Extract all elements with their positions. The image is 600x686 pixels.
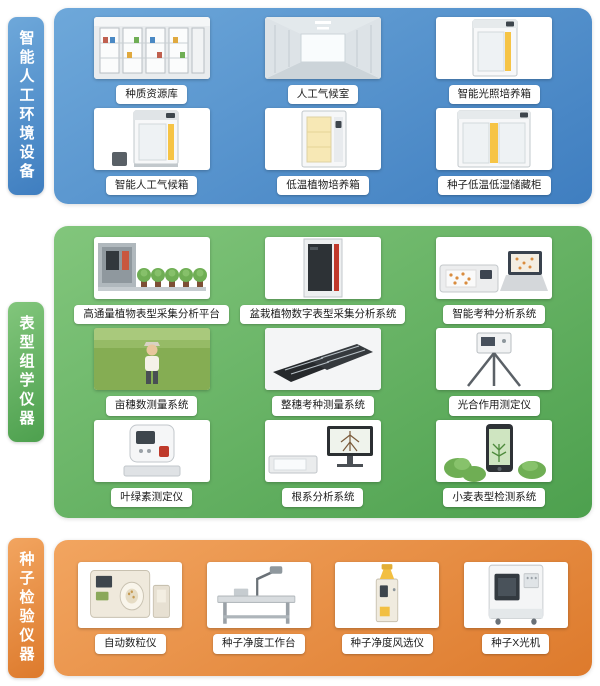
section-panel-phenomics: 高通量植物表型采集分析平台 盆栽植物数字表型采集分析系统 (54, 226, 592, 518)
product-item: 整穗考种测量系统 (264, 328, 381, 416)
product-label: 高通量植物表型采集分析平台 (74, 304, 229, 324)
purity-workbench-image (206, 562, 311, 629)
product-label: 自动数粒仪 (95, 634, 166, 654)
product-label: 整穗考种测量系统 (271, 396, 374, 416)
product-row: 自动数粒仪 种子净度工作台 (66, 562, 580, 654)
product-label: 智能人工气候箱 (105, 175, 198, 195)
product-item: 叶绿素测定仪 (93, 420, 210, 508)
product-item: 自动数粒仪 (78, 562, 183, 654)
product-item: 种子低温低湿储藏柜 (436, 107, 553, 195)
light-incubator-image (436, 17, 553, 80)
root-analysis-image (264, 420, 381, 483)
product-label: 智能光照培养箱 (448, 85, 541, 105)
chlorophyll-meter-image (93, 420, 210, 483)
product-item: 盆栽植物数字表型采集分析系统 (240, 236, 406, 324)
product-label: 低温植物培养箱 (277, 175, 369, 195)
product-label: 亩穗数测量系统 (105, 396, 198, 416)
seed-test-analyzer-image (436, 236, 553, 299)
section-panel-smart-environment: 种质资源库 人工气候室 (54, 8, 592, 204)
photosynthesis-meter-image (436, 328, 553, 391)
seed-storage-cabinet-image (436, 107, 553, 170)
section-phenomics: 表型组学仪器 高通量植物表型采集分析平台 (8, 226, 592, 518)
phenotyping-platform-image (93, 236, 210, 299)
product-label: 人工气候室 (287, 85, 359, 105)
product-row: 种质资源库 人工气候室 (66, 17, 580, 105)
product-item: 亩穗数测量系统 (93, 328, 210, 416)
product-item: 低温植物培养箱 (264, 107, 381, 195)
product-label: 光合作用测定仪 (448, 396, 541, 416)
product-row: 叶绿素测定仪 根系分析系统 (66, 420, 580, 508)
low-temp-plant-incubator-image (264, 107, 381, 170)
product-label: 叶绿素测定仪 (111, 488, 193, 508)
product-label: 种质资源库 (116, 85, 187, 105)
product-item: 光合作用测定仪 (436, 328, 553, 416)
product-label: 根系分析系统 (282, 488, 364, 508)
climate-room-image (264, 17, 381, 80)
seed-xray-machine-image (463, 562, 568, 629)
product-label: 小麦表型检测系统 (443, 488, 546, 508)
potted-plant-phenotype-image (264, 236, 381, 299)
climate-chamber-image (93, 107, 210, 170)
product-label: 种子净度工作台 (213, 634, 305, 654)
product-label: 种子净度风选仪 (341, 634, 433, 654)
wheat-phenotype-image (436, 420, 553, 483)
product-item: 种子X光机 (463, 562, 568, 654)
section-tab-label: 种子检验仪器 (17, 551, 35, 665)
section-panel-seed-inspection: 自动数粒仪 种子净度工作台 (54, 540, 592, 676)
germplasm-repository-image (93, 17, 210, 80)
section-tab-label: 表型组学仪器 (17, 315, 35, 429)
section-tab-seed-inspection: 种子检验仪器 (8, 538, 44, 678)
section-smart-environment: 智能人工环境设备 (8, 8, 592, 204)
product-item: 根系分析系统 (264, 420, 381, 508)
product-item: 种子净度工作台 (206, 562, 311, 654)
section-tab-label: 智能人工环境设备 (17, 30, 35, 182)
section-tab-smart-environment: 智能人工环境设备 (8, 17, 44, 195)
product-label: 种子低温低湿储藏柜 (438, 175, 551, 195)
product-item: 高通量植物表型采集分析平台 (74, 236, 229, 324)
product-row: 高通量植物表型采集分析平台 盆栽植物数字表型采集分析系统 (66, 236, 580, 324)
section-tab-phenomics: 表型组学仪器 (8, 302, 44, 442)
product-item: 智能考种分析系统 (436, 236, 553, 324)
air-separator-image (335, 562, 440, 629)
product-item: 人工气候室 (264, 17, 381, 105)
product-item: 种子净度风选仪 (335, 562, 440, 654)
product-item: 小麦表型检测系统 (436, 420, 553, 508)
product-item: 智能人工气候箱 (93, 107, 210, 195)
section-seed-inspection: 种子检验仪器 自动数粒仪 (8, 538, 592, 678)
product-row: 智能人工气候箱 低温植物培养箱 (66, 107, 580, 195)
product-label: 盆栽植物数字表型采集分析系统 (240, 304, 406, 324)
product-label: 种子X光机 (482, 634, 550, 654)
product-label: 智能考种分析系统 (443, 304, 546, 324)
product-item: 种质资源库 (93, 17, 210, 105)
ear-count-field-image (93, 328, 210, 391)
seed-counter-image (78, 562, 183, 629)
product-row: 亩穗数测量系统 整穗考种测量系统 (66, 328, 580, 416)
whole-ear-measurement-image (264, 328, 381, 391)
product-item: 智能光照培养箱 (436, 17, 553, 105)
